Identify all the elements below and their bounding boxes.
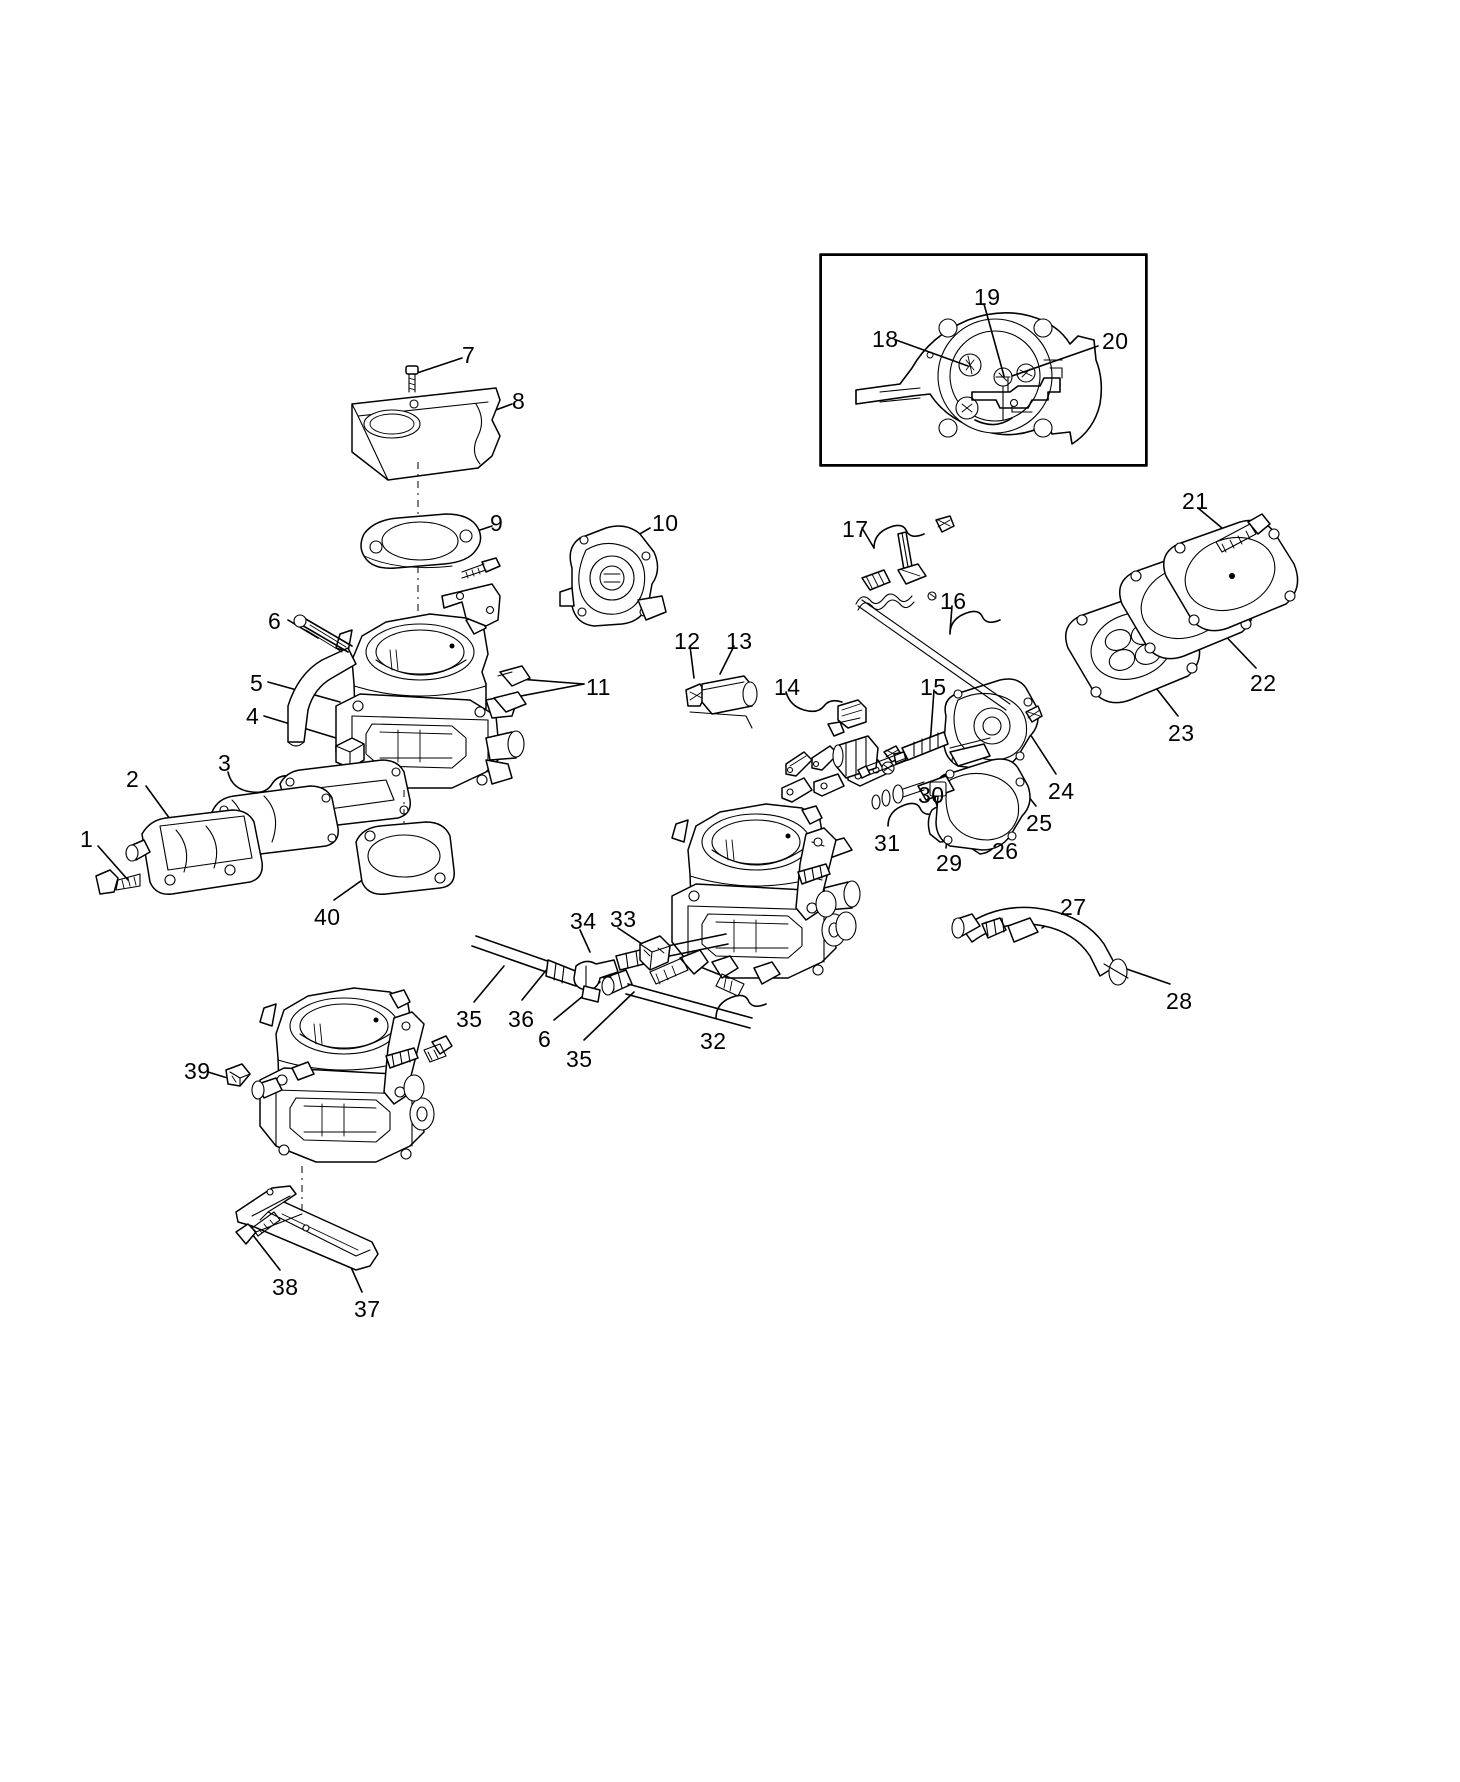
part-02-pump-body <box>125 809 263 895</box>
callout-26: 26 <box>992 838 1019 864</box>
callout-38: 38 <box>272 1274 299 1300</box>
callout-21: 21 <box>1182 488 1209 514</box>
callout-7: 7 <box>462 342 476 368</box>
part-10-diaphragm-cover <box>559 525 667 627</box>
callout-27: 27 <box>1060 894 1087 920</box>
callout-15: 15 <box>920 674 947 700</box>
callout-14: 14 <box>774 674 801 700</box>
callout-braces <box>227 524 1001 1019</box>
part-40-gasket <box>355 790 455 895</box>
callout-36: 36 <box>508 1006 535 1032</box>
part-37-mount-rail <box>235 1166 379 1271</box>
callout-30: 30 <box>918 782 945 808</box>
part-35-hose-left <box>471 935 579 987</box>
part-06b-clamp <box>601 969 633 996</box>
part-38-screw <box>235 1211 303 1245</box>
callout-35: 35 <box>456 1006 483 1032</box>
callout-19: 19 <box>974 284 1001 310</box>
callout-37: 37 <box>354 1296 381 1322</box>
callout-18: 18 <box>872 326 899 352</box>
part-21-bolt <box>1215 513 1271 553</box>
part-06-clamp <box>293 614 353 653</box>
part-17-group <box>855 515 1011 711</box>
part-35b-hose-right <box>625 983 753 1029</box>
part-07-screw <box>405 365 419 393</box>
callout-2: 2 <box>126 766 140 792</box>
callout-9: 9 <box>490 510 504 536</box>
lower-left-carb-body <box>251 987 453 1163</box>
part-08-bracket <box>351 387 501 481</box>
callout-32: 32 <box>700 1028 727 1054</box>
callout-39: 39 <box>184 1058 211 1084</box>
callout-6-secondary: 6 <box>538 1026 552 1052</box>
callout-3: 3 <box>218 750 232 776</box>
callout-24: 24 <box>1048 778 1075 804</box>
callout-10: 10 <box>652 510 679 536</box>
callout-20: 20 <box>1102 328 1129 354</box>
callout-12: 12 <box>674 628 701 654</box>
detail-inset-frame <box>820 254 1147 466</box>
callout-31: 31 <box>874 830 901 856</box>
callout-28: 28 <box>1166 988 1193 1014</box>
callout-29: 29 <box>936 850 963 876</box>
callout-8: 8 <box>512 388 526 414</box>
part-13-sleeve <box>689 675 758 729</box>
part-05-hose <box>287 647 357 747</box>
part-39-bolt <box>225 1063 251 1087</box>
callout-25: 25 <box>1026 810 1053 836</box>
part-27-hose-assembly <box>951 906 1129 986</box>
part-09-gasket <box>360 513 482 569</box>
part-36-tee <box>573 959 619 1003</box>
part-16-pump-assembly <box>857 678 1043 851</box>
part-14-group <box>827 699 867 737</box>
part-33-fitting <box>639 935 671 971</box>
detail-inset-artwork <box>819 253 1148 467</box>
part-11-fittings <box>493 665 531 713</box>
callout-6: 6 <box>268 608 282 634</box>
center-carb-body <box>649 803 861 997</box>
callout-34: 34 <box>570 908 597 934</box>
part-01-bolt <box>95 869 141 895</box>
callout-23: 23 <box>1168 720 1195 746</box>
callout-16: 16 <box>940 588 967 614</box>
callout-33: 33 <box>610 906 637 932</box>
callout-4: 4 <box>246 703 260 729</box>
callout-13: 13 <box>726 628 753 654</box>
callout-22: 22 <box>1250 670 1277 696</box>
callout-1: 1 <box>80 826 94 852</box>
part-22-cover-plate <box>1163 519 1299 632</box>
callout-5: 5 <box>250 670 264 696</box>
callout-17: 17 <box>842 516 869 542</box>
callout-35-secondary: 35 <box>566 1046 593 1072</box>
callout-11: 11 <box>586 674 611 700</box>
callout-40: 40 <box>314 904 341 930</box>
